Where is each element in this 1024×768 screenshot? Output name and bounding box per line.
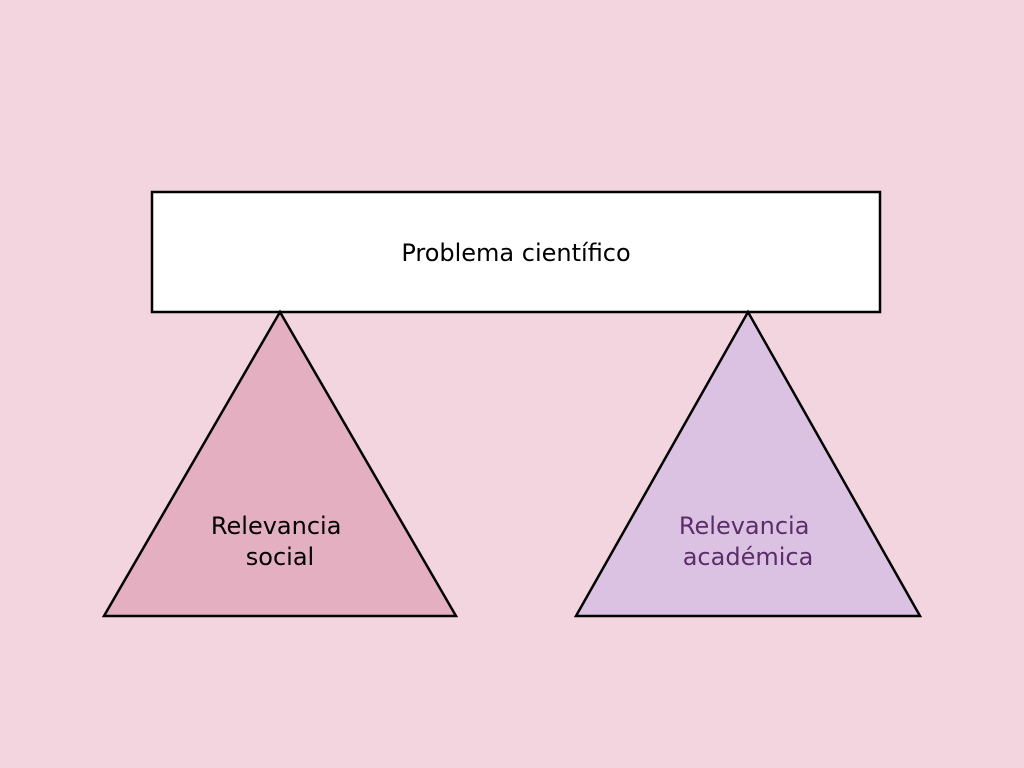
right-triangle-label-line1: Relevancia [679,512,810,540]
left-triangle-label-line2: social [246,543,314,571]
problem-box [150,190,882,314]
left-triangle-label-line1: Relevancia [211,512,342,540]
right-triangle [573,309,923,618]
right-triangle-label-line2: académica [683,543,814,571]
problem-box-label: Problema científico [401,239,630,267]
left-triangle-label: Relevancia social [211,512,349,571]
right-triangle-label: Relevancia académica [679,512,817,571]
left-triangle [101,309,459,618]
